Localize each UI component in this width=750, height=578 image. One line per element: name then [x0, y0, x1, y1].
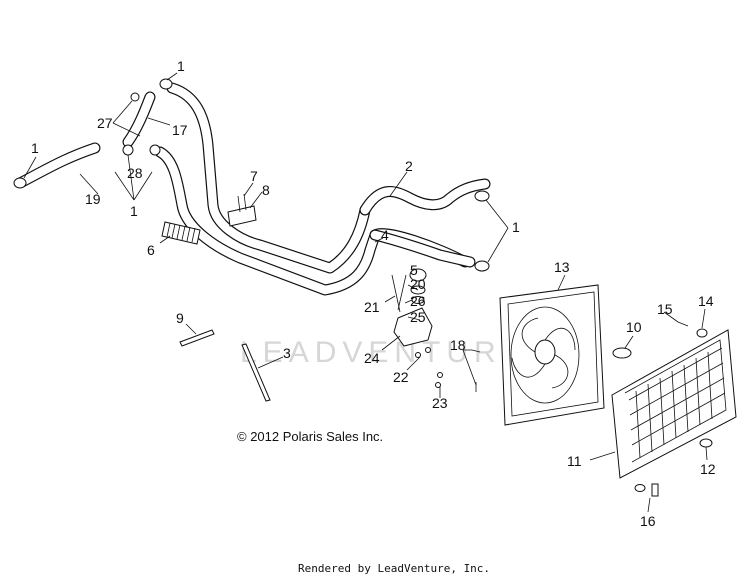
- render-credit: Rendered by LeadVenture, Inc.: [298, 562, 490, 575]
- callout-5: 5: [410, 262, 418, 278]
- callout-19: 19: [85, 191, 101, 207]
- callout-14: 14: [698, 293, 714, 309]
- callout-1: 1: [512, 219, 520, 235]
- fan-shroud-13: [499, 284, 605, 426]
- strip-9: [179, 329, 215, 347]
- callout-11: 11: [567, 453, 582, 469]
- callout-1: 1: [31, 140, 39, 156]
- callout-1: 1: [130, 203, 138, 219]
- callout-25: 25: [410, 309, 426, 325]
- callout-3: 3: [283, 345, 291, 361]
- bolts-18: [471, 349, 481, 392]
- callout-12: 12: [700, 461, 716, 477]
- callout-27: 27: [97, 115, 113, 131]
- hose-4: [369, 229, 476, 268]
- hose-19: [16, 142, 101, 188]
- small-parts: [612, 321, 713, 497]
- callout-7: 7: [250, 168, 258, 184]
- callout-15: 15: [657, 301, 673, 317]
- callout-labels: 1 1 1 1 2 3 4 5 6 7 8 9 10 11 12 13 14 1…: [31, 58, 716, 529]
- hose-2: [359, 178, 491, 216]
- tie-strap-3: [241, 343, 271, 402]
- callout-16: 16: [640, 513, 656, 529]
- callout-18: 18: [450, 337, 466, 353]
- reservoir-assembly: [391, 268, 443, 388]
- copyright-notice: © 2012 Polaris Sales Inc.: [237, 429, 383, 444]
- callout-10: 10: [626, 319, 642, 335]
- callout-20: 20: [410, 276, 426, 292]
- hose-main-upper: [166, 82, 371, 274]
- hose-clamps: [13, 78, 490, 272]
- callout-1: 1: [177, 58, 185, 74]
- callout-13: 13: [554, 259, 570, 275]
- callout-4: 4: [381, 227, 389, 243]
- leader-lines: [23, 72, 708, 513]
- callout-28: 28: [127, 165, 143, 181]
- callout-6: 6: [147, 242, 155, 258]
- callout-2: 2: [405, 158, 413, 174]
- callout-8: 8: [262, 182, 270, 198]
- watermark: LEADVENTURE: [240, 336, 528, 369]
- bracket-8: [227, 193, 257, 227]
- callout-22: 22: [393, 369, 409, 385]
- radiator-11: [611, 329, 737, 479]
- callout-17: 17: [172, 122, 188, 138]
- callout-26: 26: [410, 293, 426, 309]
- sleeve-6: [161, 221, 201, 245]
- callout-9: 9: [176, 310, 184, 326]
- callout-24: 24: [364, 350, 380, 366]
- callout-21: 21: [364, 299, 380, 315]
- callout-23: 23: [432, 395, 448, 411]
- hose-17: [122, 91, 156, 148]
